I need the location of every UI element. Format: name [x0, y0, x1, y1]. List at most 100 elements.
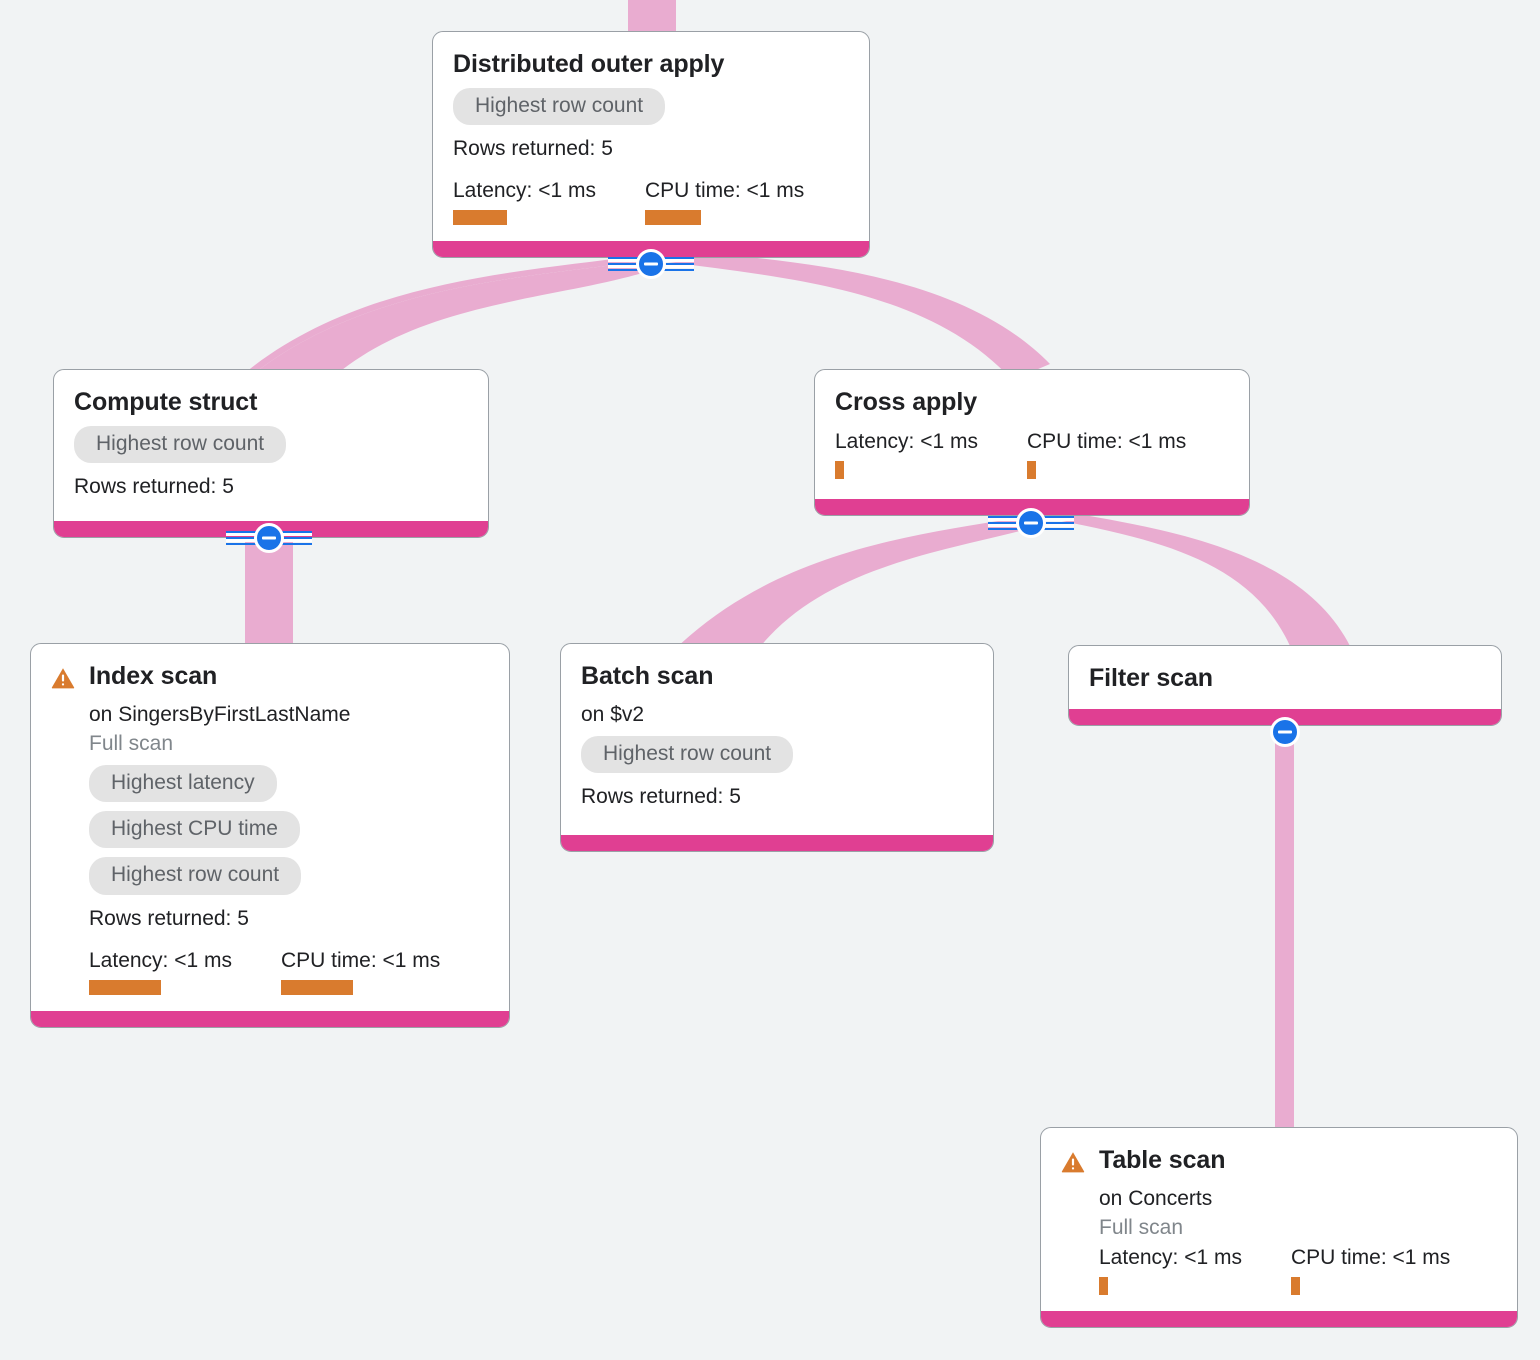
metrics-row: Latency: <1 ms CPU time: <1 ms — [89, 949, 489, 995]
badge-highest-row-count: Highest row count — [581, 735, 794, 774]
node-title: Table scan — [1099, 1146, 1226, 1174]
edge-cross-apply-to-batch-scan — [672, 518, 1032, 652]
badge-row: Highest row count — [74, 417, 468, 463]
node-scan-note: Full scan — [89, 731, 174, 755]
node-header: Table scan — [1061, 1146, 1497, 1175]
metric-latency-label: Latency: <1 ms — [835, 429, 978, 453]
node-details: on Concerts Full scan Latency: <1 ms CPU… — [1061, 1186, 1497, 1296]
metric-cpu-label: CPU time: <1 ms — [1027, 429, 1187, 453]
node-title: Compute struct — [74, 388, 258, 416]
node-footer-bar — [1069, 708, 1501, 725]
metric-cpu-time: CPU time: <1 ms — [1027, 430, 1219, 479]
metric-latency-bar — [1099, 1277, 1108, 1296]
collapse-toggle-distributed-outer-apply[interactable] — [608, 249, 694, 279]
node-header: Cross apply — [835, 388, 1229, 417]
metric-cpu-bar — [645, 209, 701, 225]
node-subtitle: on $v2 — [581, 702, 645, 726]
collapse-toggle-filter-scan[interactable] — [1270, 717, 1300, 747]
metric-latency: Latency: <1 ms — [1099, 1246, 1291, 1296]
plan-node-table-scan[interactable]: Table scan on Concerts Full scan Latency… — [1040, 1127, 1518, 1329]
node-title: Batch scan — [581, 662, 714, 690]
node-body: Cross apply Latency: <1 ms CPU time: <1 … — [815, 370, 1249, 499]
collapse-toggle-compute-struct[interactable] — [226, 523, 312, 553]
node-header: Index scan — [51, 662, 489, 691]
edge-input-to-distributed-outer-apply — [628, 0, 676, 32]
node-footer-bar — [31, 1010, 509, 1027]
metrics-row: Latency: <1 ms CPU time: <1 ms — [453, 179, 849, 225]
edge-distributed-outer-apply-to-cross-apply — [668, 250, 1050, 380]
badge-highest-row-count: Highest row count — [453, 87, 666, 125]
node-header: Distributed outer apply — [453, 50, 849, 79]
plan-node-compute-struct[interactable]: Compute struct Highest row count Rows re… — [53, 369, 489, 538]
node-title: Cross apply — [835, 388, 978, 416]
plan-node-batch-scan[interactable]: Batch scan on $v2 Highest row count Rows… — [560, 643, 994, 853]
badge-highest-latency: Highest latency — [89, 765, 277, 803]
metric-latency-label: Latency: <1 ms — [1099, 1246, 1242, 1270]
node-footer-bar — [1041, 1311, 1517, 1328]
plan-node-filter-scan[interactable]: Filter scan — [1068, 645, 1502, 726]
metric-cpu-bar — [1291, 1277, 1300, 1296]
minus-glyph — [262, 536, 276, 540]
node-body: Distributed outer apply Highest row coun… — [433, 32, 869, 241]
metrics-row: Latency: <1 ms CPU time: <1 ms — [835, 430, 1229, 479]
rows-returned: Rows returned: 5 — [74, 474, 234, 498]
badge-row: Highest row count — [453, 79, 849, 125]
badge-row: Highest latency — [89, 756, 489, 803]
warning-triangle-icon — [51, 668, 75, 689]
edge-ribbon-fill-left — [246, 256, 636, 380]
metrics-row: Latency: <1 ms CPU time: <1 ms — [1099, 1246, 1497, 1296]
node-header: Compute struct — [74, 388, 468, 417]
plan-node-cross-apply[interactable]: Cross apply Latency: <1 ms CPU time: <1 … — [814, 369, 1250, 516]
metric-cpu-bar — [1027, 460, 1036, 479]
node-body: Batch scan on $v2 Highest row count Rows… — [561, 644, 993, 835]
metric-latency-bar — [453, 209, 507, 225]
badge-highest-row-count: Highest row count — [74, 425, 287, 463]
node-body: Index scan on SingersByFirstLastName Ful… — [31, 644, 509, 1011]
plan-node-index-scan[interactable]: Index scan on SingersByFirstLastName Ful… — [30, 643, 510, 1028]
node-title: Filter scan — [1089, 664, 1213, 692]
rows-returned: Rows returned: 5 — [89, 906, 249, 930]
plan-node-distributed-outer-apply[interactable]: Distributed outer apply Highest row coun… — [432, 31, 870, 258]
minus-glyph — [644, 262, 658, 266]
node-title: Index scan — [89, 662, 218, 690]
node-scan-note: Full scan — [1099, 1215, 1184, 1239]
collapse-toggle-cross-apply[interactable] — [988, 508, 1074, 538]
node-subtitle: on Concerts — [1099, 1186, 1213, 1210]
rows-returned: Rows returned: 5 — [453, 136, 613, 160]
minus-glyph — [1278, 730, 1292, 734]
node-body: Filter scan — [1069, 646, 1501, 709]
metric-cpu-bar — [281, 979, 353, 995]
metric-latency-label: Latency: <1 ms — [453, 178, 596, 202]
node-details: on SingersByFirstLastName Full scan High… — [51, 702, 489, 995]
node-body: Compute struct Highest row count Rows re… — [54, 370, 488, 521]
metric-cpu-label: CPU time: <1 ms — [281, 948, 441, 972]
badge-highest-row-count: Highest row count — [89, 857, 302, 895]
badge-row: Highest CPU time — [89, 802, 489, 849]
minus-glyph — [1024, 521, 1038, 525]
metric-cpu-label: CPU time: <1 ms — [645, 178, 805, 202]
metric-latency: Latency: <1 ms — [835, 430, 1027, 479]
badge-highest-cpu-time: Highest CPU time — [89, 811, 300, 849]
metric-cpu-time: CPU time: <1 ms — [1291, 1246, 1483, 1296]
metric-cpu-time: CPU time: <1 ms — [281, 949, 473, 995]
metric-cpu-time: CPU time: <1 ms — [645, 179, 837, 225]
edge-filter-scan-to-table-scan — [1275, 726, 1294, 1130]
node-header: Filter scan — [1089, 664, 1481, 693]
rows-returned: Rows returned: 5 — [581, 785, 741, 809]
badge-row: Highest row count — [89, 848, 489, 895]
metric-cpu-label: CPU time: <1 ms — [1291, 1246, 1451, 1270]
metric-latency: Latency: <1 ms — [89, 949, 281, 995]
badge-row: Highest row count — [581, 727, 973, 774]
edge-cross-apply-to-filter-scan — [1046, 510, 1350, 646]
node-header: Batch scan — [581, 662, 973, 691]
warning-triangle-icon — [1061, 1152, 1085, 1173]
node-title: Distributed outer apply — [453, 50, 725, 78]
node-footer-bar — [561, 835, 993, 852]
edge-distributed-outer-apply-to-compute-struct — [246, 262, 652, 380]
node-body: Table scan on Concerts Full scan Latency… — [1041, 1128, 1517, 1311]
metric-latency-bar — [835, 460, 844, 479]
metric-latency: Latency: <1 ms — [453, 179, 645, 225]
metric-latency-bar — [89, 979, 161, 995]
node-subtitle: on SingersByFirstLastName — [89, 702, 351, 726]
